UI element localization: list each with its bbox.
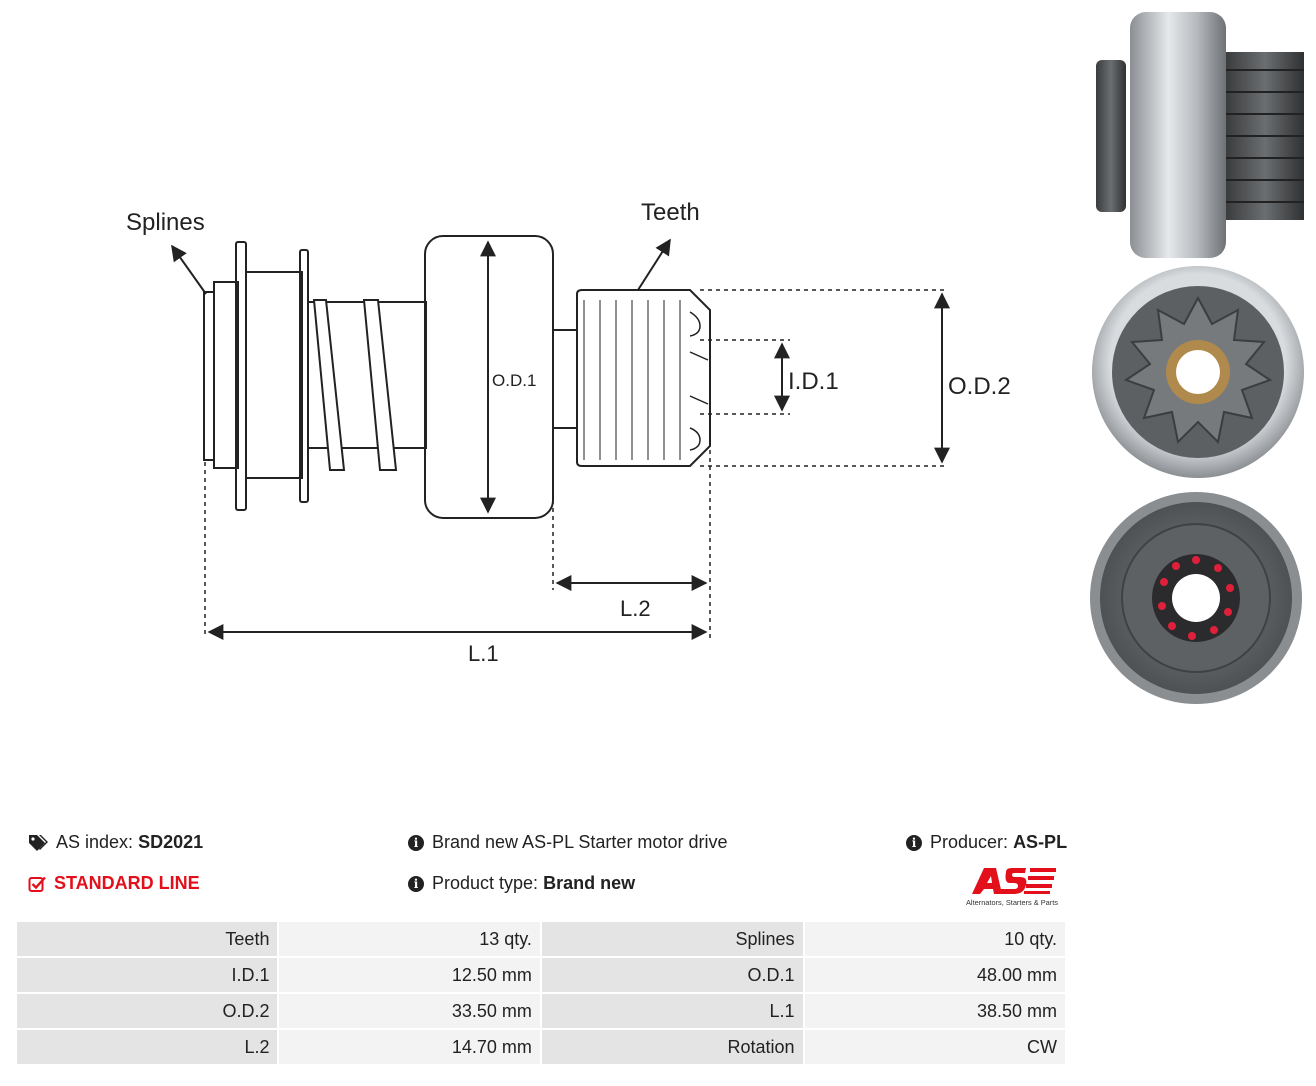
spec-label: I.D.1 bbox=[14, 956, 280, 994]
label-od2: O.D.2 bbox=[948, 373, 1011, 400]
spec-label: L.1 bbox=[539, 992, 805, 1030]
as-index-value: SD2021 bbox=[138, 832, 204, 852]
spring bbox=[312, 299, 398, 471]
table-row: O.D.2 33.50 mm L.1 38.50 mm bbox=[14, 992, 1068, 1030]
as-pl-logo: Alternators, Starters & Parts bbox=[966, 868, 1058, 907]
producer-label: Producer: bbox=[930, 832, 1009, 852]
checkbox-icon bbox=[28, 875, 46, 893]
table-row: I.D.1 12.50 mm O.D.1 48.00 mm bbox=[14, 956, 1068, 994]
front-view-photo bbox=[1092, 266, 1304, 478]
producer-value: AS-PL bbox=[1013, 832, 1068, 852]
spec-label: O.D.2 bbox=[14, 992, 280, 1030]
label-id1: I.D.1 bbox=[788, 368, 839, 395]
tags-icon bbox=[28, 834, 48, 852]
spec-value: 14.70 mm bbox=[277, 1028, 542, 1066]
spec-label: Rotation bbox=[539, 1028, 805, 1066]
specs-table: Teeth 13 qty. Splines 10 qty. I.D.1 12.5… bbox=[14, 920, 1068, 1066]
logo-tagline: Alternators, Starters & Parts bbox=[966, 898, 1058, 907]
label-teeth: Teeth bbox=[641, 199, 700, 226]
spec-value: 38.50 mm bbox=[802, 992, 1068, 1030]
info-icon: i bbox=[408, 834, 424, 851]
spec-value: CW bbox=[802, 1028, 1068, 1066]
spec-label: Splines bbox=[539, 920, 805, 958]
description-text: Brand new AS-PL Starter motor drive bbox=[432, 832, 728, 852]
as-index-label: AS index: bbox=[56, 832, 134, 852]
technical-drawing: Splines Teeth O.D.1 I.D.1 O.D.2 L.2 L.1 bbox=[126, 199, 1011, 666]
pinion bbox=[576, 289, 711, 467]
product-type: i Product type: Brand new bbox=[408, 873, 635, 894]
spec-value: 33.50 mm bbox=[277, 992, 542, 1030]
info-icon: i bbox=[408, 875, 424, 892]
neck bbox=[552, 329, 578, 429]
as-index: AS index: SD2021 bbox=[28, 832, 203, 853]
spec-label: L.2 bbox=[14, 1028, 280, 1066]
back-view-photo bbox=[1090, 492, 1302, 704]
hub bbox=[213, 281, 239, 469]
product-type-value: Brand new bbox=[543, 873, 636, 893]
label-l1: L.1 bbox=[468, 641, 499, 666]
side-view-photo bbox=[1096, 12, 1304, 258]
splines-ring bbox=[203, 291, 215, 461]
standard-line-label: STANDARD LINE bbox=[54, 873, 200, 893]
standard-line: STANDARD LINE bbox=[28, 873, 200, 894]
producer: i Producer: AS-PL bbox=[906, 832, 1067, 853]
spec-value: 12.50 mm bbox=[277, 956, 542, 994]
label-od1: O.D.1 bbox=[492, 371, 536, 390]
table-row: Teeth 13 qty. Splines 10 qty. bbox=[14, 920, 1068, 958]
description: i Brand new AS-PL Starter motor drive bbox=[408, 832, 727, 853]
label-l2: L.2 bbox=[620, 596, 651, 621]
table-row: L.2 14.70 mm Rotation CW bbox=[14, 1028, 1068, 1066]
label-splines: Splines bbox=[126, 209, 205, 236]
product-type-label: Product type: bbox=[432, 873, 539, 893]
spec-value: 13 qty. bbox=[277, 920, 542, 958]
spec-label: Teeth bbox=[14, 920, 280, 958]
spec-value: 48.00 mm bbox=[802, 956, 1068, 994]
spec-label: O.D.1 bbox=[539, 956, 805, 994]
collar-body bbox=[245, 271, 303, 479]
info-icon: i bbox=[906, 834, 922, 851]
spec-value: 10 qty. bbox=[802, 920, 1068, 958]
